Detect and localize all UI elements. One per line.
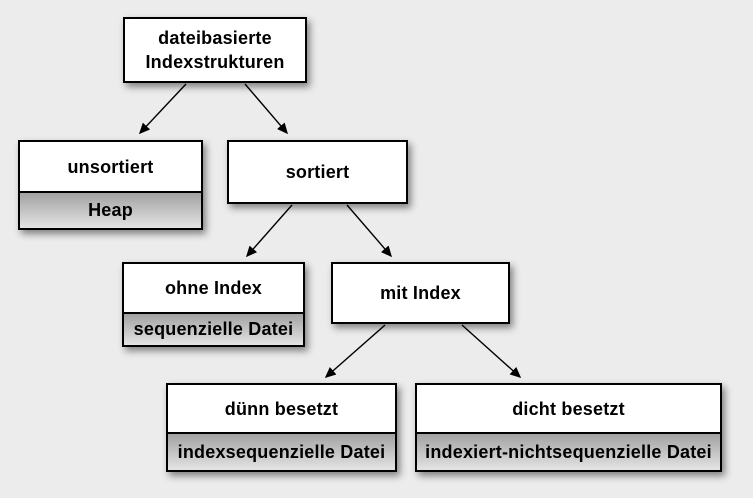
node-dateibasierte-indexstrukturen: dateibasierte Indexstrukturen: [123, 17, 307, 83]
edge-sortiert-mit-index: [346, 204, 392, 258]
node-ohne-index: ohne Index sequenzielle Datei: [122, 262, 305, 347]
node-label: dicht besetzt: [512, 398, 625, 419]
node-label: dünn besetzt: [224, 398, 339, 419]
edge-mit-index-duenn-besetzt: [324, 324, 386, 378]
node-sublabel: indexiert-nichtsequenzielle Datei: [417, 432, 720, 470]
node-label: ohne Index: [164, 278, 262, 298]
edge-root-unsortiert: [138, 83, 187, 135]
node-sublabel: Heap: [20, 191, 201, 228]
node-label: unsortiert: [67, 156, 154, 177]
node-label: dateibasierte Indexstrukturen: [145, 28, 285, 72]
node-dicht-besetzt: dicht besetzt indexiert-nichtsequenziell…: [415, 383, 722, 472]
edge-mit-index-dicht-besetzt: [461, 324, 522, 379]
node-unsortiert: unsortiert Heap: [18, 140, 203, 230]
node-sublabel: indexsequenzielle Datei: [168, 432, 395, 470]
node-mit-index: mit Index: [331, 262, 510, 324]
node-sublabel: sequenzielle Datei: [124, 312, 303, 345]
node-sortiert: sortiert: [227, 140, 408, 204]
node-label: sortiert: [285, 162, 350, 182]
edge-sortiert-ohne-index: [246, 204, 293, 258]
edge-root-sortiert: [244, 83, 288, 135]
node-label: mit Index: [380, 283, 461, 303]
node-duenn-besetzt: dünn besetzt indexsequenzielle Datei: [166, 383, 397, 472]
